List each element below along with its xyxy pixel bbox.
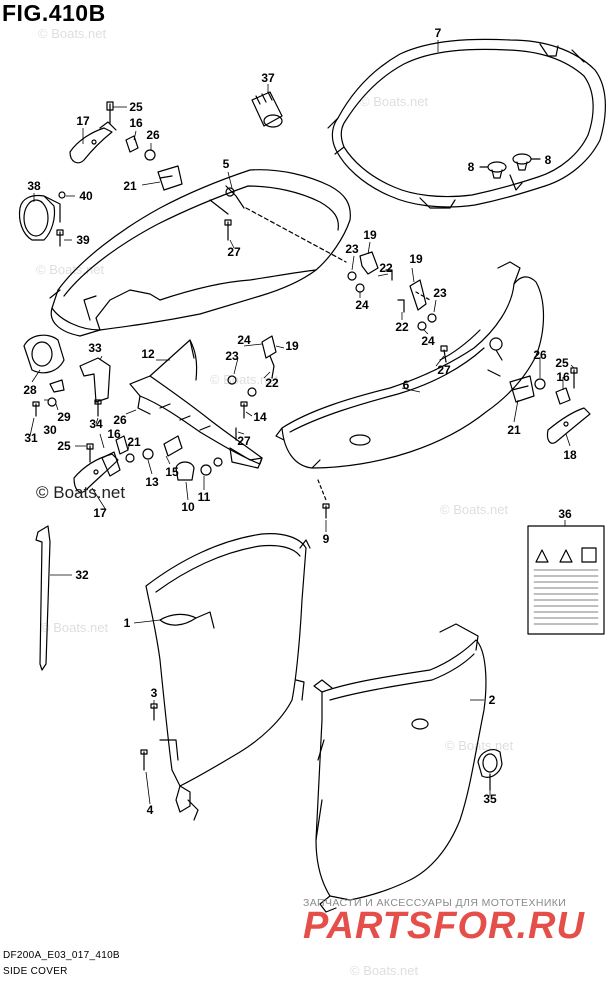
callout-13: 13 [145, 475, 159, 489]
faint-watermark: © Boats.net [445, 738, 514, 753]
callout-29: 29 [57, 410, 71, 424]
callout-40: 40 [79, 189, 93, 203]
copyright-watermark: © Boats.net [36, 483, 126, 502]
section-title: SIDE COVER [3, 966, 68, 977]
faint-watermark: © Boats.net [350, 963, 419, 978]
callout-2: 2 [488, 693, 496, 707]
callout-24: 24 [237, 333, 251, 347]
callout-33: 33 [88, 341, 102, 355]
faint-watermark: © Boats.net [440, 502, 509, 517]
upper-cover-part [51, 169, 351, 331]
left-side-cover-part [145, 533, 307, 787]
callout-21: 21 [507, 423, 521, 437]
model-code: DF200A_E03_017_410B [3, 950, 120, 961]
callout-27: 27 [437, 363, 451, 377]
callout-24: 24 [355, 298, 369, 312]
callout-16: 16 [107, 427, 121, 441]
callout-14: 14 [253, 410, 267, 424]
site-logo-watermark: PARTSFOR.RU [303, 905, 585, 947]
faint-watermark: © Boats.net [40, 620, 109, 635]
callout-35: 35 [483, 792, 497, 806]
callout-16: 16 [129, 116, 143, 130]
callout-22: 22 [265, 376, 279, 390]
callout-26: 26 [146, 128, 160, 142]
callout-26: 26 [113, 413, 127, 427]
faint-watermark: © Boats.net [38, 26, 107, 41]
callout-5: 5 [222, 157, 230, 171]
callout-31: 31 [24, 431, 38, 445]
callout-19: 19 [285, 339, 299, 353]
callout-10: 10 [181, 500, 195, 514]
callout-9: 9 [322, 532, 330, 546]
callout-7: 7 [434, 26, 442, 40]
callout-21: 21 [123, 179, 137, 193]
callout-21: 21 [127, 435, 141, 449]
callout-11: 11 [197, 490, 211, 504]
callout-39: 39 [76, 233, 90, 247]
callout-15: 15 [165, 465, 179, 479]
callout-23: 23 [225, 349, 239, 363]
callout-37: 37 [261, 71, 275, 85]
callout-6: 6 [402, 378, 410, 392]
callout-24: 24 [421, 334, 435, 348]
callout-12: 12 [141, 347, 155, 361]
callout-17: 17 [76, 114, 90, 128]
seal-ring-part [331, 38, 606, 208]
callout-32: 32 [75, 568, 89, 582]
callout-23: 23 [433, 286, 447, 300]
right-side-cover-part [315, 639, 487, 901]
right-lower-cover-part [281, 276, 545, 469]
callout-28: 28 [23, 383, 37, 397]
callout-19: 19 [363, 228, 377, 242]
callout-25: 25 [129, 100, 143, 114]
callout-4: 4 [146, 803, 154, 817]
callout-8: 8 [467, 160, 475, 174]
faint-watermark: © Boats.net [360, 94, 429, 109]
callout-27: 27 [227, 245, 241, 259]
callout-1: 1 [123, 616, 131, 630]
callout-34: 34 [89, 417, 103, 431]
faint-watermark: © Boats.net [36, 262, 105, 277]
figure-title: FIG.410B [2, 0, 106, 26]
callout-22: 22 [395, 320, 409, 334]
site-slogan-watermark: ЗАПЧАСТИ И АКСЕССУАРЫ ДЛЯ МОТОТЕХНИКИ [303, 897, 567, 909]
callout-18: 18 [563, 448, 577, 462]
callout-26: 26 [533, 348, 547, 362]
callout-30: 30 [43, 423, 57, 437]
callout-8: 8 [544, 153, 552, 167]
callout-25: 25 [57, 439, 71, 453]
callout-36: 36 [558, 507, 572, 521]
callout-19: 19 [409, 252, 423, 266]
callout-17: 17 [93, 506, 107, 520]
callout-38: 38 [27, 179, 41, 193]
callout-25: 25 [555, 356, 569, 370]
callout-3: 3 [150, 686, 158, 700]
faint-watermark: © Boats.net [210, 372, 279, 387]
callout-27: 27 [237, 434, 251, 448]
callout-22: 22 [379, 261, 393, 275]
callout-16: 16 [556, 370, 570, 384]
callout-23: 23 [345, 242, 359, 256]
